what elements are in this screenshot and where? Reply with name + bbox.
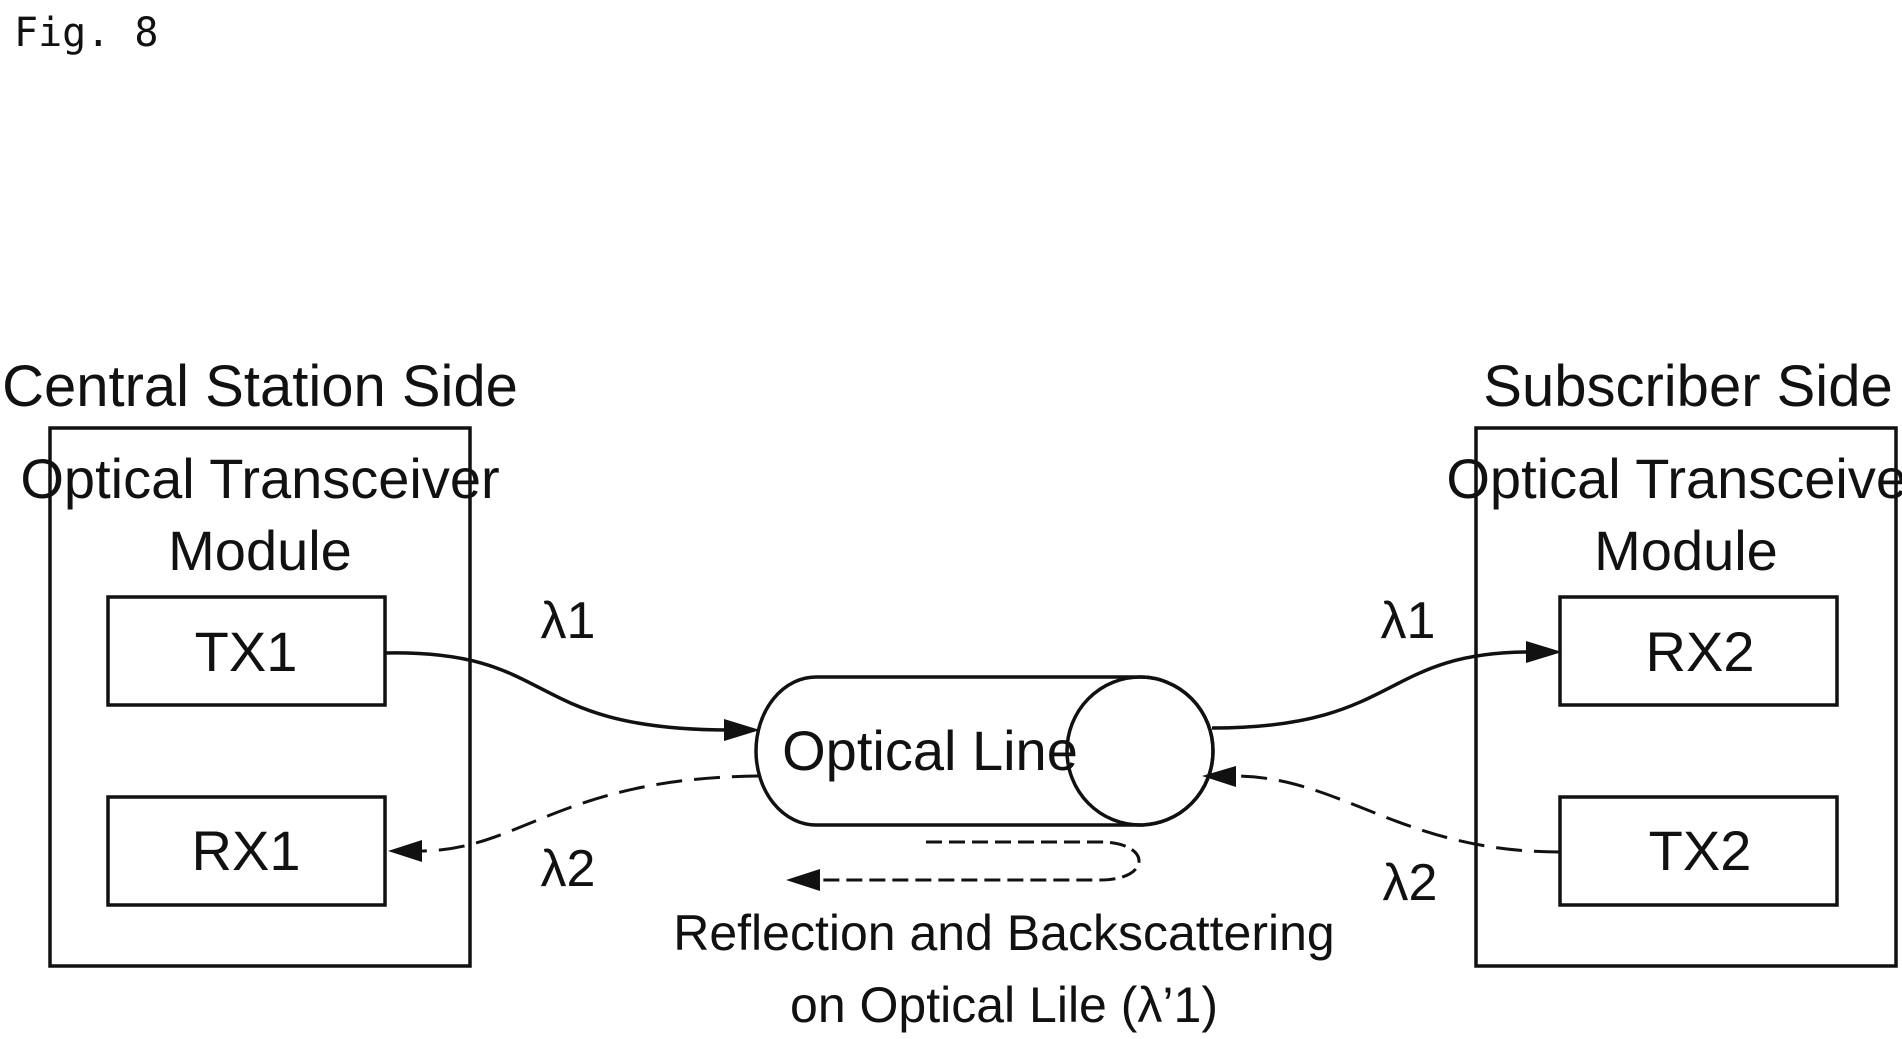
reflection-loop-path [816, 842, 1139, 880]
central-lambda1-label: λ1 [541, 592, 596, 650]
reflection-arrowhead [786, 869, 820, 891]
subscriber-module-title-line1: Optical Transceiver [1446, 447, 1902, 510]
tx2-label: TX2 [1649, 819, 1752, 882]
tx1-arrowhead [724, 719, 760, 741]
rx2-label: RX2 [1646, 620, 1755, 683]
reflection-caption-line1: Reflection and Backscattering [673, 905, 1334, 961]
central-station-title: Central Station Side [2, 354, 518, 419]
optical-line-label: Optical Line [782, 719, 1078, 782]
central-lambda2-label: λ2 [541, 840, 596, 898]
optical-line-end-face [1067, 677, 1213, 825]
tx2-to-line-path [1232, 776, 1560, 852]
tx1-to-line-path [386, 653, 730, 730]
central-module-title-line1: Optical Transceiver [20, 447, 499, 510]
line-to-rx2-path [1212, 652, 1530, 728]
central-module-title-line2: Module [168, 519, 352, 582]
subscriber-title: Subscriber Side [1483, 354, 1892, 419]
subscriber-module-title-line2: Module [1594, 519, 1778, 582]
rx1-label: RX1 [192, 819, 301, 882]
rx2-arrowhead [1526, 641, 1562, 663]
subscriber-lambda1-label: λ1 [1381, 592, 1436, 650]
subscriber-lambda2-label: λ2 [1383, 854, 1438, 912]
rx1-arrowhead [388, 840, 422, 862]
figure-label: Fig. 8 [14, 10, 159, 56]
reflection-caption-line2: on Optical Lile (λ’1) [790, 977, 1218, 1033]
tx1-label: TX1 [195, 620, 298, 683]
